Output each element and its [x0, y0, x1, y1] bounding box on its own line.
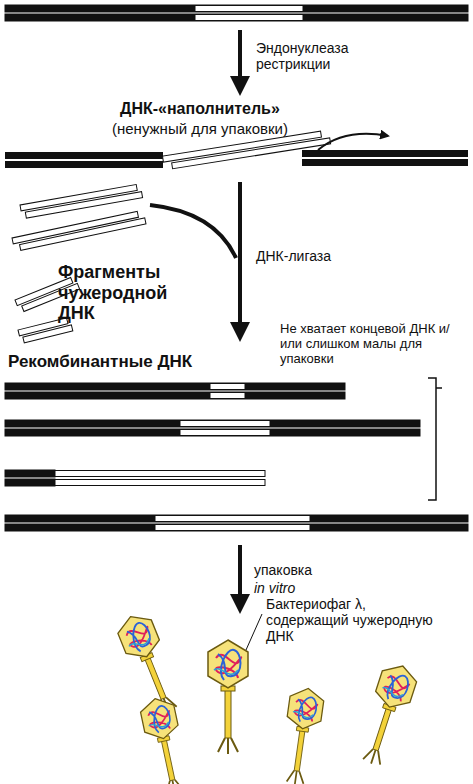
phage-label: Бактериофаг λ, содержащий чужеродную ДНК — [266, 596, 436, 644]
enzyme-label: Эндонуклеаза рестрикции — [256, 40, 376, 72]
filler-note: (ненужный для упаковки) — [112, 120, 332, 137]
packaging-label: in vitro — [254, 580, 354, 596]
fragments-label: Фрагменты чужеродной ДНК — [58, 262, 173, 324]
recombinant-label: Рекомбинантные ДНК — [8, 352, 228, 372]
ligase-label: ДНК-лигаза — [256, 248, 386, 264]
packaging-label: упаковка — [254, 562, 354, 578]
filler-label: ДНК-«наполнитель» — [120, 100, 320, 118]
rejected-note: Не хватает концевой ДНК и/или слишком ма… — [280, 322, 470, 367]
